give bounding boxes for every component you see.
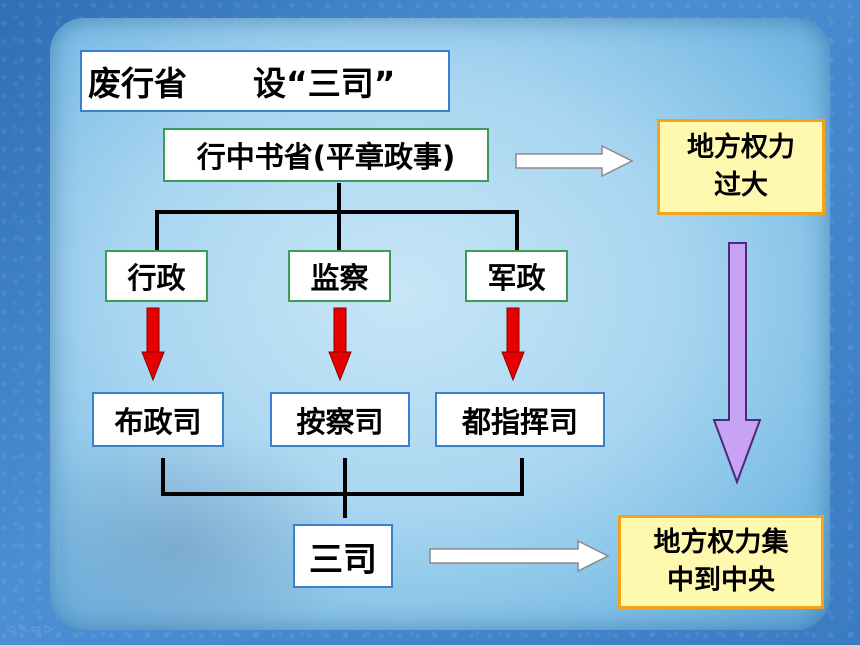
red-arrow-right (501, 307, 525, 382)
office-label: 按察司 (296, 404, 384, 439)
white-arrow-bottom (429, 539, 610, 573)
red-arrow-left (141, 307, 165, 382)
back-icon[interactable]: ◁ (6, 622, 15, 635)
connector-bottom-left-rise (161, 458, 165, 496)
result-box-centralized: 地方权力集 中到中央 (618, 515, 824, 609)
branch-box-military: 军政 (465, 250, 568, 302)
branch-box-administration: 行政 (105, 250, 208, 302)
connector-bottom-middle-rise (343, 458, 347, 518)
title-text: 废行省 设“三司” (88, 64, 396, 103)
branch-label: 监察 (310, 261, 369, 295)
page-title: 废行省 设“三司” (80, 50, 450, 112)
office-label: 布政司 (114, 404, 202, 439)
connector-bottom-right-rise (520, 458, 524, 496)
slide-nav: ◁ ✎ ▭ ▷ (6, 622, 53, 635)
office-box-duzhihuisi: 都指挥司 (435, 392, 605, 447)
menu-icon[interactable]: ▭ (30, 622, 42, 635)
connector-left-drop (155, 210, 159, 250)
result-box-too-much-power: 地方权力 过大 (657, 119, 825, 215)
top-node-label: 行中书省(平章政事) (196, 140, 456, 174)
pen-icon[interactable]: ✎ (17, 622, 28, 635)
branch-box-supervision: 监察 (288, 250, 391, 302)
office-label: 都指挥司 (461, 404, 578, 439)
combined-label: 三司 (309, 539, 377, 580)
connector-bottom-horizontal (161, 492, 524, 496)
forward-icon[interactable]: ▷ (44, 622, 54, 635)
result-line: 过大 (714, 170, 768, 201)
white-arrow-top (515, 144, 634, 178)
connector-middle-drop (337, 210, 341, 250)
branch-label: 行政 (127, 261, 186, 295)
red-arrow-middle (328, 307, 352, 382)
top-node-box: 行中书省(平章政事) (163, 128, 489, 182)
branch-label: 军政 (487, 261, 546, 295)
combined-box: 三司 (293, 524, 393, 588)
result-line: 地方权力 (687, 132, 795, 163)
connector-right-drop (515, 210, 519, 250)
office-box-anchasi: 按察司 (270, 392, 410, 447)
office-box-buzhengsi: 布政司 (92, 392, 224, 447)
result-line: 地方权力集 (653, 527, 789, 558)
result-line: 中到中央 (667, 565, 775, 596)
purple-arrow-down (712, 242, 762, 485)
connector-top-vertical (337, 183, 341, 213)
